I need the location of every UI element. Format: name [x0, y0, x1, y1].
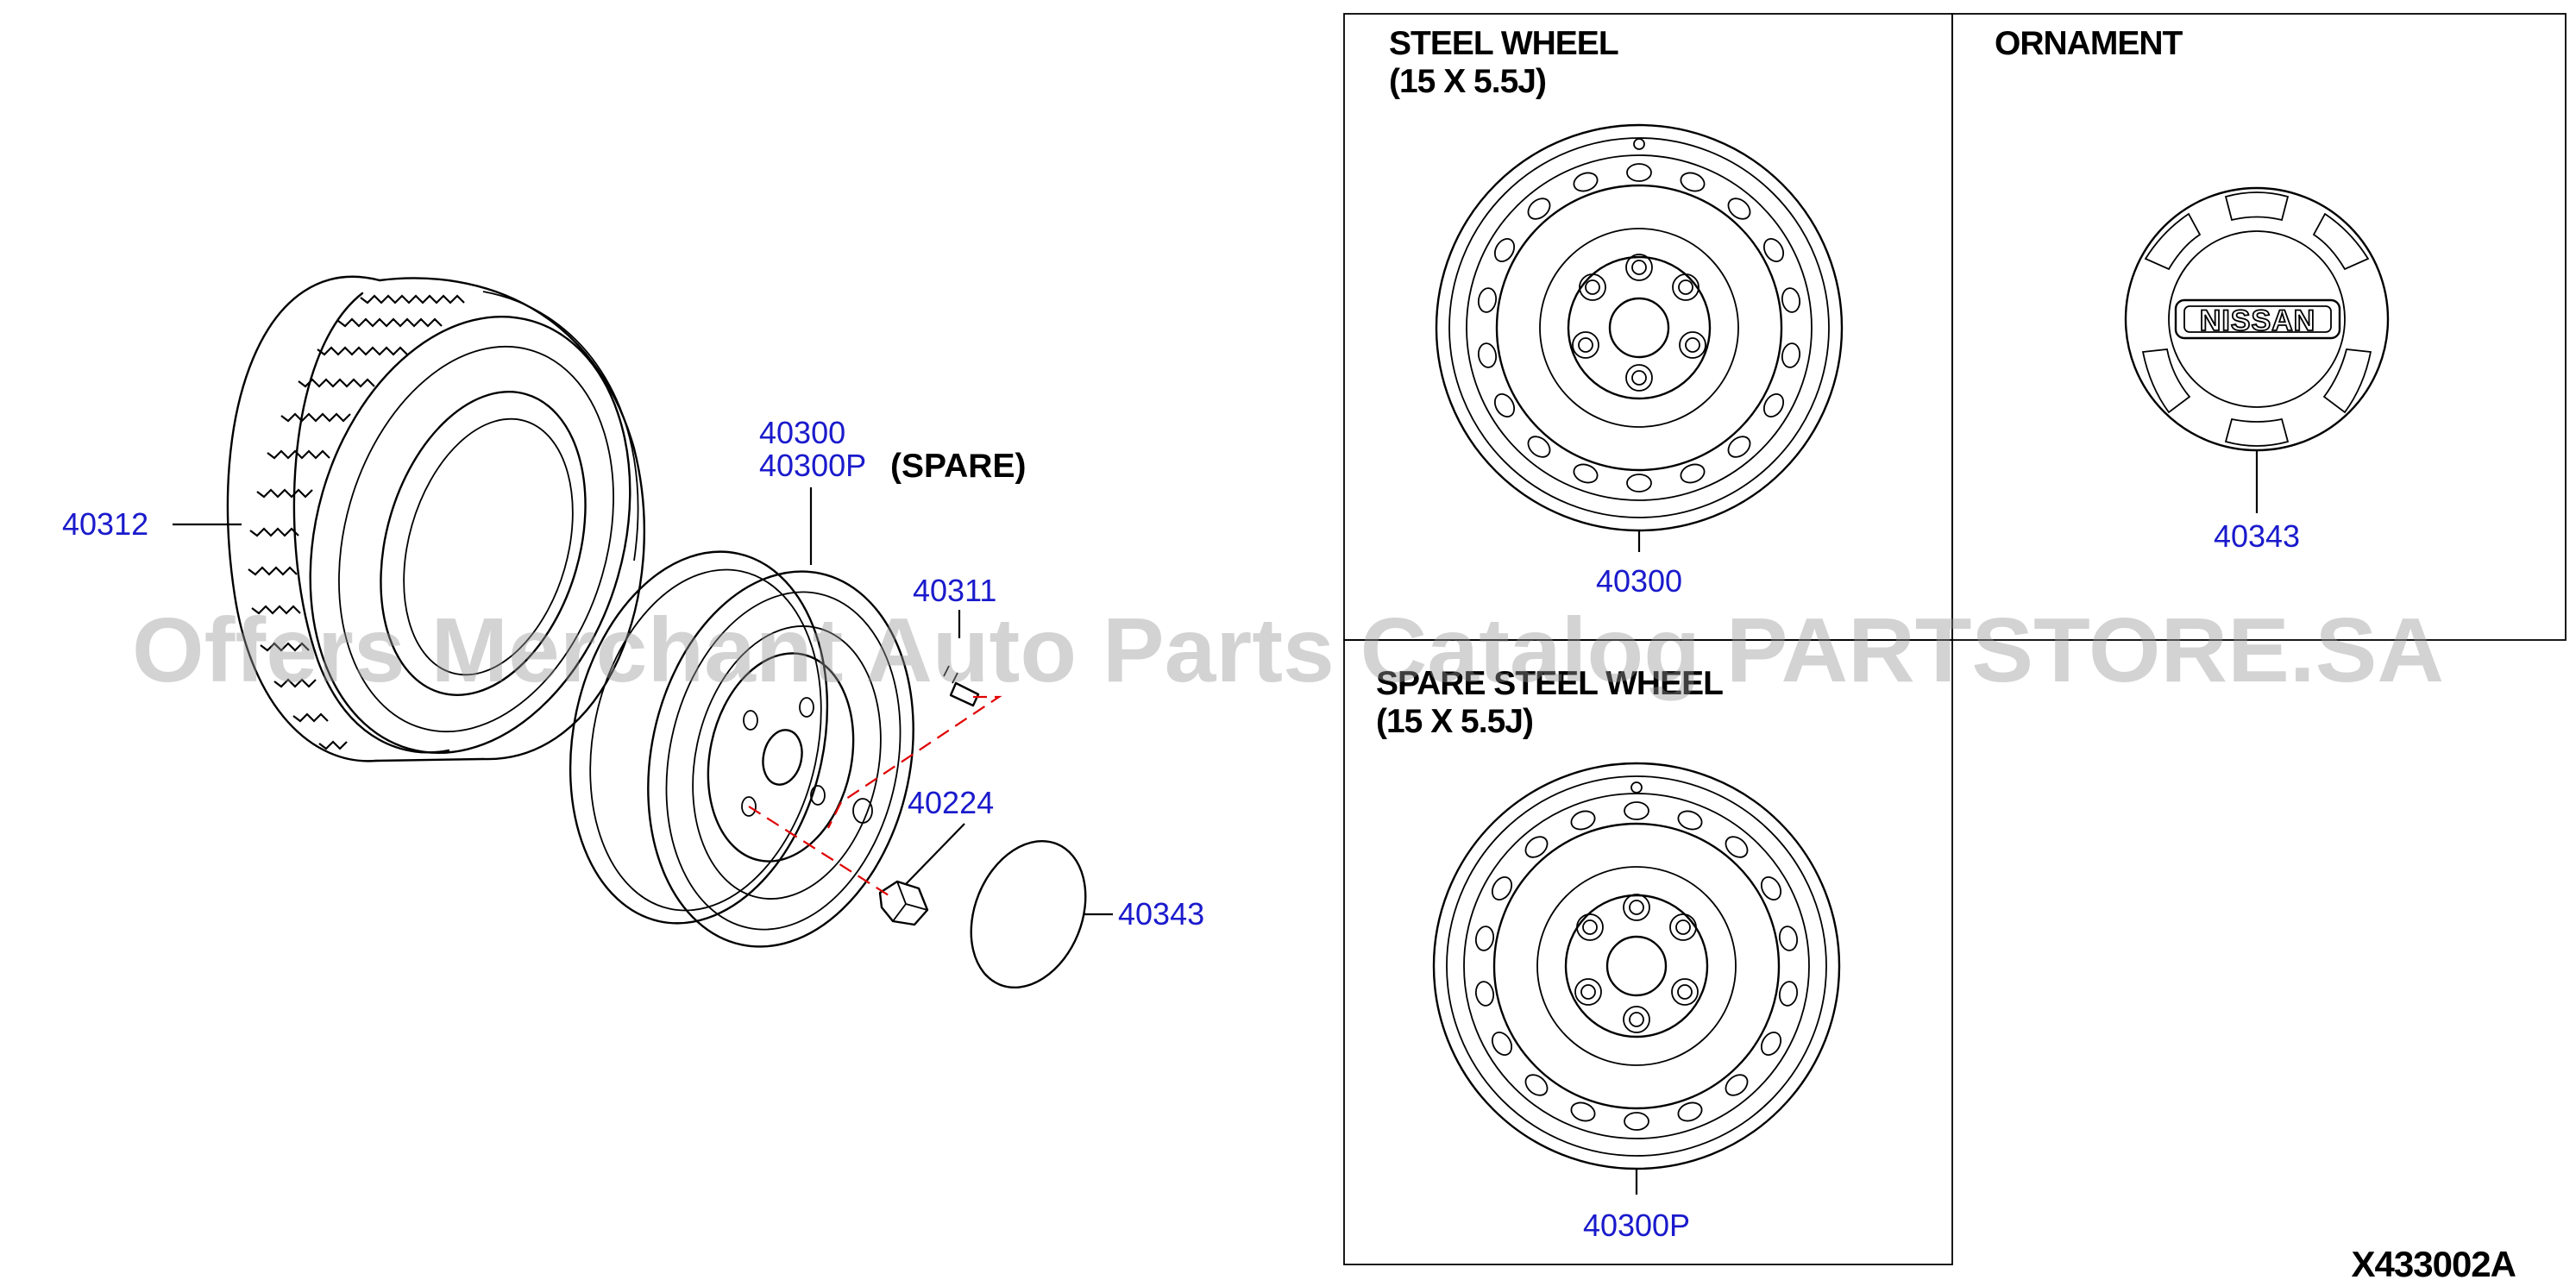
callout-tire: 40312 [62, 506, 242, 542]
spare-label: (SPARE) [890, 448, 1026, 485]
callout-wheel: 40300 40300P (SPARE) [759, 415, 1026, 565]
callout-valve: 40311 [913, 573, 996, 638]
spare-wheel-drawing [1432, 762, 1841, 1170]
ornament-drawing: NISSAN [2124, 186, 2390, 452]
part-number-40343: 40343 [1118, 896, 1204, 932]
part-number-40312: 40312 [62, 506, 148, 542]
steel-wheel-part-number: 40300 [1596, 563, 1682, 599]
spare-wheel-part-number: 40300P [1583, 1208, 1690, 1243]
part-number-40224: 40224 [908, 785, 994, 820]
watermark: Offers Merchant Auto Parts Catalog PARTS… [132, 599, 2444, 701]
ornament-title: ORNAMENT [1995, 25, 2183, 62]
callout-nut: 40224 [905, 785, 994, 885]
tire-drawing [226, 275, 645, 762]
center-cap-drawing [970, 839, 1087, 989]
steel-wheel-title: STEEL WHEEL [1389, 25, 1618, 62]
assembly-lines [748, 695, 1002, 896]
steel-wheel-panel: STEEL WHEEL (15 X 5.5J) [1389, 25, 1844, 599]
callout-cap: 40343 [1084, 896, 1204, 932]
spare-wheel-size: (15 X 5.5J) [1376, 703, 1533, 740]
part-number-40300p: 40300P [759, 448, 866, 483]
steel-wheel-size: (15 X 5.5J) [1389, 63, 1546, 100]
spare-wheel-panel: SPARE STEEL WHEEL (15 X 5.5J) [1376, 665, 1841, 1243]
nut-drawing [878, 880, 929, 926]
ornament-panel: ORNAMENT NISSAN 40343 [1995, 25, 2390, 554]
panel-frames [1343, 13, 2567, 1265]
ornament-part-number: 40343 [2214, 518, 2300, 554]
diagram-code: X433002A [2352, 1244, 2516, 1280]
part-number-40300: 40300 [759, 415, 845, 450]
nissan-logo: NISSAN [2200, 304, 2315, 337]
part-number-40311: 40311 [913, 573, 996, 608]
steel-wheel-drawing [1435, 123, 1844, 532]
spare-wheel-title: SPARE STEEL WHEEL [1376, 665, 1723, 702]
exploded-wheel-drawing [569, 550, 914, 948]
valve-drawing [943, 665, 980, 707]
